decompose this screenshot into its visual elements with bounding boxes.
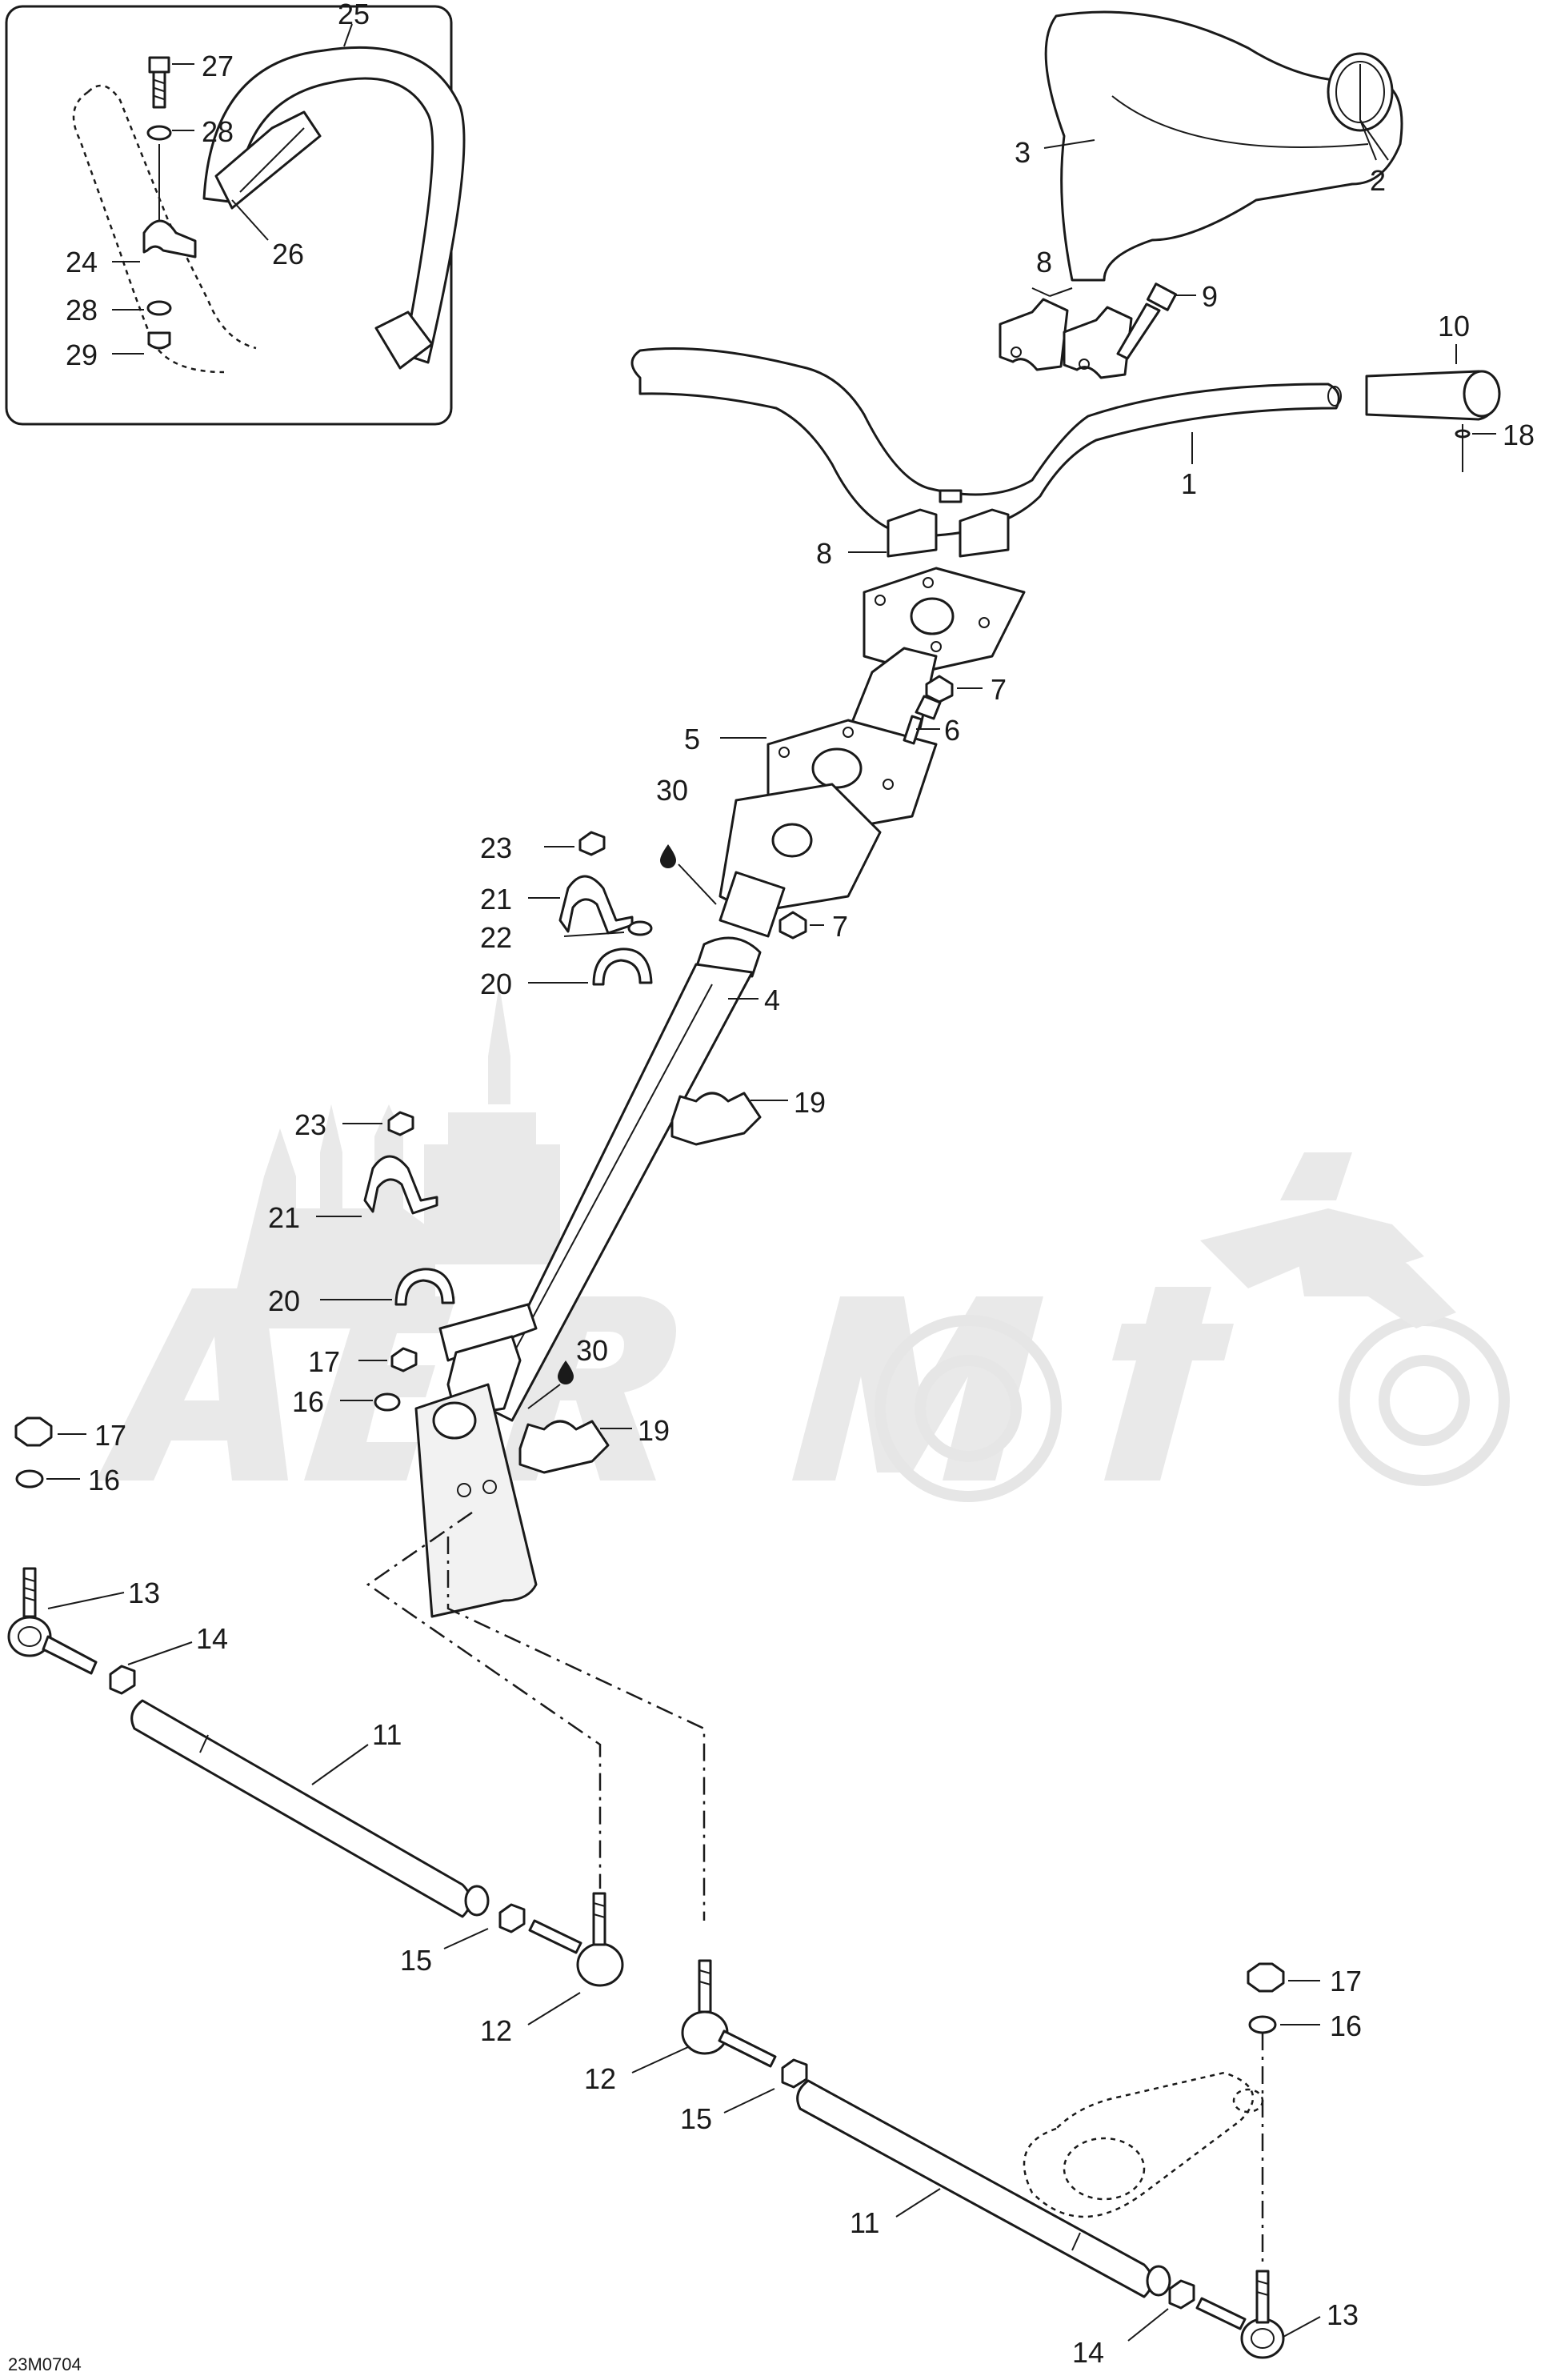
clamp-24	[142, 219, 197, 258]
callout-11a: 11	[372, 1718, 402, 1751]
nut-7a	[925, 675, 954, 703]
steering-column-4	[478, 871, 786, 1422]
upper-clamp-8	[999, 298, 1133, 379]
nut-23a	[578, 831, 606, 856]
nut-17a	[390, 1347, 418, 1372]
callout-26: 26	[272, 238, 304, 270]
nut-7b	[779, 911, 807, 940]
callout-16c: 16	[1330, 2009, 1362, 2042]
callout-29: 29	[66, 339, 98, 371]
callout-6: 6	[944, 714, 960, 747]
callout-17c: 17	[1330, 1965, 1362, 1997]
tie-rod-11b	[796, 2079, 1171, 2298]
nut-17c	[1247, 1962, 1285, 1993]
callout-3: 3	[1015, 136, 1031, 169]
callout-14b: 14	[1072, 2336, 1104, 2369]
tie-rod-end-13b	[1195, 2270, 1285, 2359]
callout-8b: 8	[816, 537, 832, 570]
callout-2: 2	[1370, 164, 1386, 197]
nut-29	[147, 331, 171, 350]
nut-14a	[109, 1665, 136, 1695]
callout-21b: 21	[268, 1201, 300, 1234]
callout-27: 27	[202, 50, 234, 82]
lower-clamp-8	[887, 508, 1010, 558]
lubricant-drop-icon	[558, 844, 676, 1384]
callout-1: 1	[1181, 467, 1197, 500]
callout-12a: 12	[480, 2014, 512, 2047]
callout-13b: 13	[1327, 2298, 1359, 2331]
callout-8a: 8	[1036, 246, 1052, 278]
callout-20a: 20	[480, 968, 512, 1000]
callout-5: 5	[684, 723, 700, 755]
nut-15a	[498, 1903, 526, 1933]
tie-rod-end-12b	[681, 1959, 777, 2068]
callout-15b: 15	[680, 2102, 712, 2135]
nut-17b	[14, 1416, 53, 1447]
steering-arm-outline	[1023, 2033, 1264, 2265]
bearing-19b	[518, 1420, 610, 1474]
rivet-18	[1455, 424, 1471, 472]
bolt-27	[148, 56, 170, 109]
callout-25: 25	[338, 0, 370, 30]
callout-7b: 7	[832, 910, 848, 943]
clamp-21a	[558, 875, 634, 935]
handlebar-pad-3	[1044, 10, 1403, 282]
callout-16a: 16	[292, 1385, 324, 1418]
tie-rod-end-13a	[7, 1567, 98, 1675]
tie-rod-11a	[130, 1699, 490, 1918]
nut-23b	[387, 1111, 414, 1136]
washer-16b	[15, 1469, 44, 1489]
tie-rod-end-12a	[528, 1892, 624, 1987]
callout-18: 18	[1503, 419, 1535, 451]
callout-12b: 12	[584, 2062, 616, 2095]
callout-13a: 13	[128, 1577, 160, 1609]
callout-10: 10	[1438, 310, 1470, 343]
callout-11b: 11	[850, 2206, 879, 2239]
crossbar-pad-25	[202, 46, 466, 370]
callout-20b: 20	[268, 1284, 300, 1317]
callout-19a: 19	[794, 1086, 826, 1119]
grip-10	[1365, 370, 1501, 421]
bolt-9	[1116, 282, 1178, 360]
callout-30b: 30	[576, 1334, 608, 1367]
washer-16a	[374, 1392, 401, 1412]
callout-23b: 23	[294, 1108, 326, 1141]
bearing-19a	[670, 1092, 762, 1146]
inset-detail: 25 27 28 26 24 28 29	[5, 0, 466, 426]
washer-28	[146, 125, 172, 141]
diagram-code: 23M0704	[8, 2354, 82, 2374]
steering-column-upper	[718, 567, 1026, 914]
nut-14b	[1168, 2279, 1195, 2310]
bearing-half-20a	[592, 948, 653, 986]
callout-23a: 23	[480, 831, 512, 864]
washer-28b	[146, 300, 172, 316]
nut-15b	[781, 2058, 808, 2089]
clamp-21b	[363, 1155, 438, 1215]
handlebar-1	[630, 347, 1342, 538]
watermark	[96, 984, 1510, 1502]
callout-21a: 21	[480, 883, 512, 916]
callout-19b: 19	[638, 1414, 670, 1447]
washer-16c	[1248, 2015, 1277, 2034]
callout-17b: 17	[94, 1419, 126, 1452]
callout-7a: 7	[991, 673, 1007, 706]
callout-24: 24	[66, 246, 98, 278]
steering-column-lower	[414, 1303, 538, 1618]
callout-28b: 28	[66, 294, 98, 327]
bearing-half-20b	[394, 1268, 455, 1306]
callout-17a: 17	[308, 1345, 340, 1378]
washer-22	[627, 920, 653, 936]
callout-15a: 15	[400, 1944, 432, 1977]
callout-4: 4	[764, 984, 780, 1016]
callout-28: 28	[202, 115, 234, 148]
callout-16b: 16	[88, 1464, 120, 1497]
callout-22: 22	[480, 921, 512, 954]
callout-30a: 30	[656, 774, 688, 807]
callout-14a: 14	[196, 1622, 228, 1655]
callout-9: 9	[1202, 280, 1218, 313]
